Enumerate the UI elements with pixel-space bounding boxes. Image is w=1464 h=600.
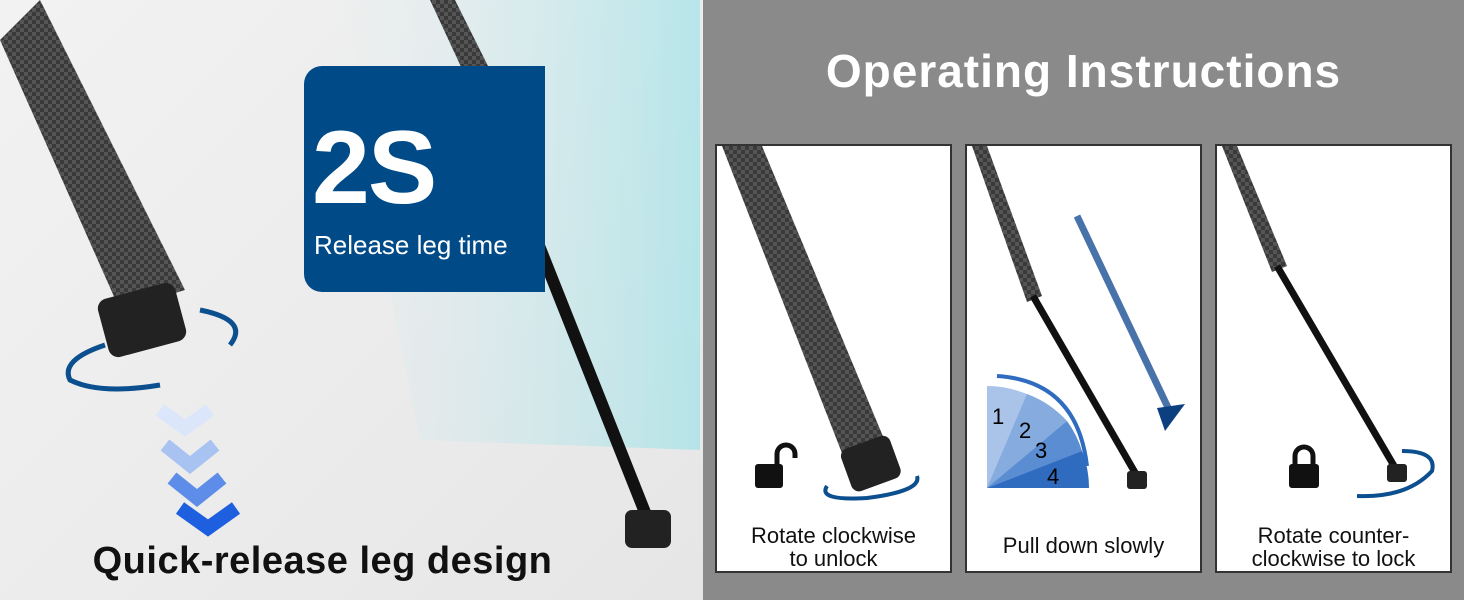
locked-padlock-icon xyxy=(1289,444,1319,488)
stage-3: 3 xyxy=(1035,438,1047,463)
pull-illustration: 1 2 3 4 xyxy=(972,146,1185,489)
step-caption-line1: Pull down slowly xyxy=(1002,533,1165,558)
down-arrow-icon xyxy=(1073,214,1176,418)
step-caption-line1: Rotate clockwise xyxy=(750,523,917,548)
release-time-badge: 2S Release leg time xyxy=(304,66,545,292)
step-panel-lock: Rotate counter- clockwise to lock xyxy=(1215,144,1452,573)
step-caption-line2: to unlock xyxy=(789,546,878,571)
stage-4: 4 xyxy=(1047,464,1059,489)
section-title: Operating Instructions xyxy=(825,45,1342,97)
unlocked-padlock-icon xyxy=(755,442,798,488)
badge-value: 2S xyxy=(312,110,437,226)
stage-1: 1 xyxy=(992,404,1004,429)
headline: Quick-release leg design xyxy=(92,540,553,582)
badge-label: Release leg time xyxy=(314,230,508,260)
lock-illustration xyxy=(1222,146,1435,499)
step-caption-line1: Rotate counter- xyxy=(1257,523,1410,548)
stage-2: 2 xyxy=(1019,418,1031,443)
step-panel-unlock: Rotate clockwise to unlock xyxy=(715,144,952,573)
step-caption-line2: clockwise to lock xyxy=(1251,546,1416,571)
left-section: 2S Release leg time Quick-release leg de… xyxy=(0,0,703,600)
unlock-illustration xyxy=(722,146,920,501)
step-panel-pull: 1 2 3 4 Pull down slowly xyxy=(965,144,1202,573)
